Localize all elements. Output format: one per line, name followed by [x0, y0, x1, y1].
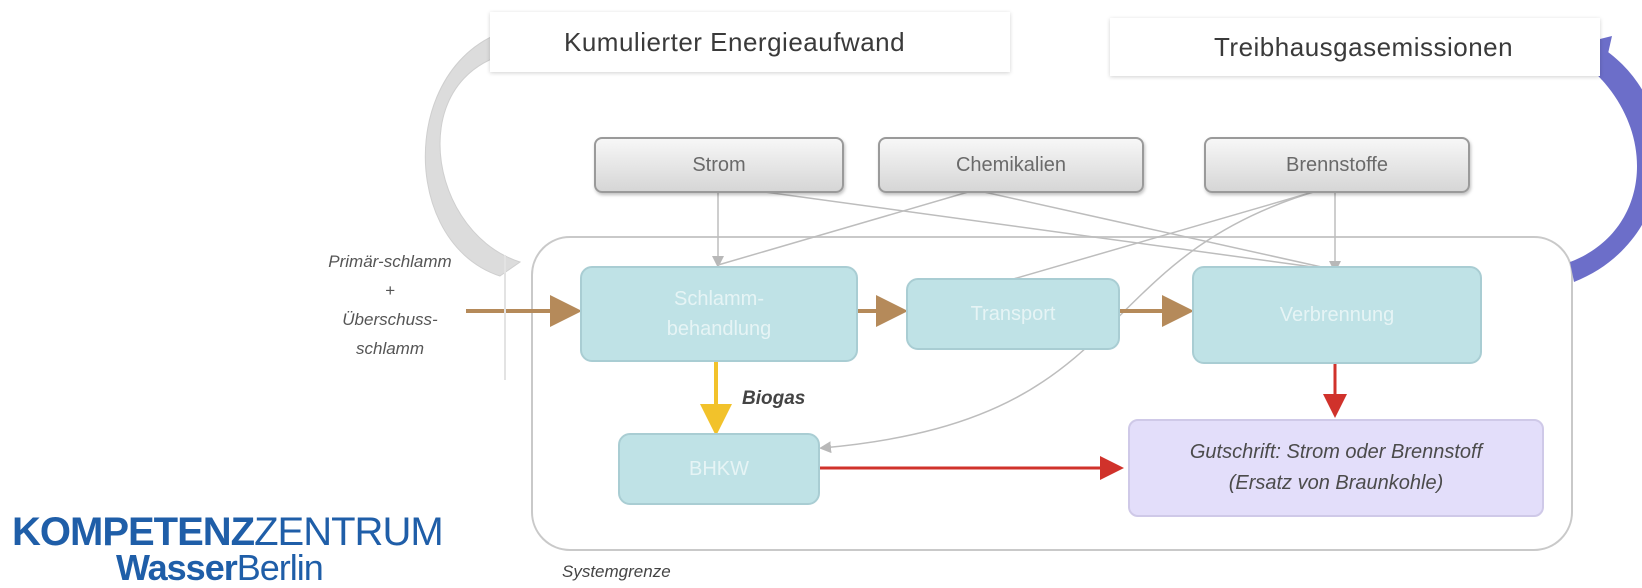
sludge-line-3: Überschuss- [342, 309, 438, 329]
process-utilization: Verbrennung [1192, 266, 1482, 364]
input-strom-label: Strom [692, 153, 746, 176]
ghg-emissions-text: Treibhausgasemissionen [1214, 31, 1514, 62]
process-utilization-label: Verbrennung [1279, 304, 1395, 326]
process-sludge-treatment-label: Schlamm-behandlung [666, 288, 772, 340]
sludge-line-4: schlamm [355, 338, 424, 358]
energy-demand-text: Kumulierter Energieaufwand [564, 26, 906, 57]
input-strom: Strom [594, 137, 844, 193]
sludge-line-2: + [385, 280, 395, 300]
input-brennstoffe: Brennstoffe [1204, 137, 1470, 193]
process-transport: Transport [906, 278, 1120, 350]
process-bhkw-label: BHKW [689, 458, 749, 480]
credit-box: Gutschrift: Strom oder Brennstoff (Ersat… [1128, 419, 1544, 517]
process-transport-label: Transport [970, 303, 1056, 325]
system-boundary-label: Systemgrenze [562, 562, 671, 581]
sludge-input-label: Primär-schlamm + Überschuss- schlamm [290, 248, 490, 364]
credit-line-2: (Ersatz von Braunkohle) [1228, 472, 1444, 494]
energy-feedback-arrow [424, 24, 541, 277]
logo-berlin: Berlin [236, 547, 324, 588]
system-boundary [531, 236, 1573, 551]
process-sludge-treatment: Schlamm-behandlung [580, 266, 858, 362]
sludge-line-1: Primär-schlamm [328, 252, 452, 271]
ghg-feedback-arrow [1570, 44, 1642, 282]
logo-kompetenz: KOMPETENZ [12, 510, 255, 554]
energy-demand-label: Kumulierter Energieaufwand [490, 12, 1010, 72]
input-brennstoffe-label: Brennstoffe [1286, 153, 1388, 176]
ghg-emissions-label: Treibhausgasemissionen [1110, 18, 1600, 76]
input-chemikalien-label: Chemikalien [955, 153, 1067, 176]
input-chemikalien: Chemikalien [878, 137, 1144, 193]
process-bhkw: BHKW [618, 433, 820, 505]
biogas-label: Biogas [742, 388, 806, 409]
logo-wasser: Wasser [116, 547, 238, 588]
logo-zentrum: ZENTRUM [254, 510, 444, 554]
credit-line-1: Gutschrift: Strom oder Brennstoff [1189, 441, 1483, 463]
